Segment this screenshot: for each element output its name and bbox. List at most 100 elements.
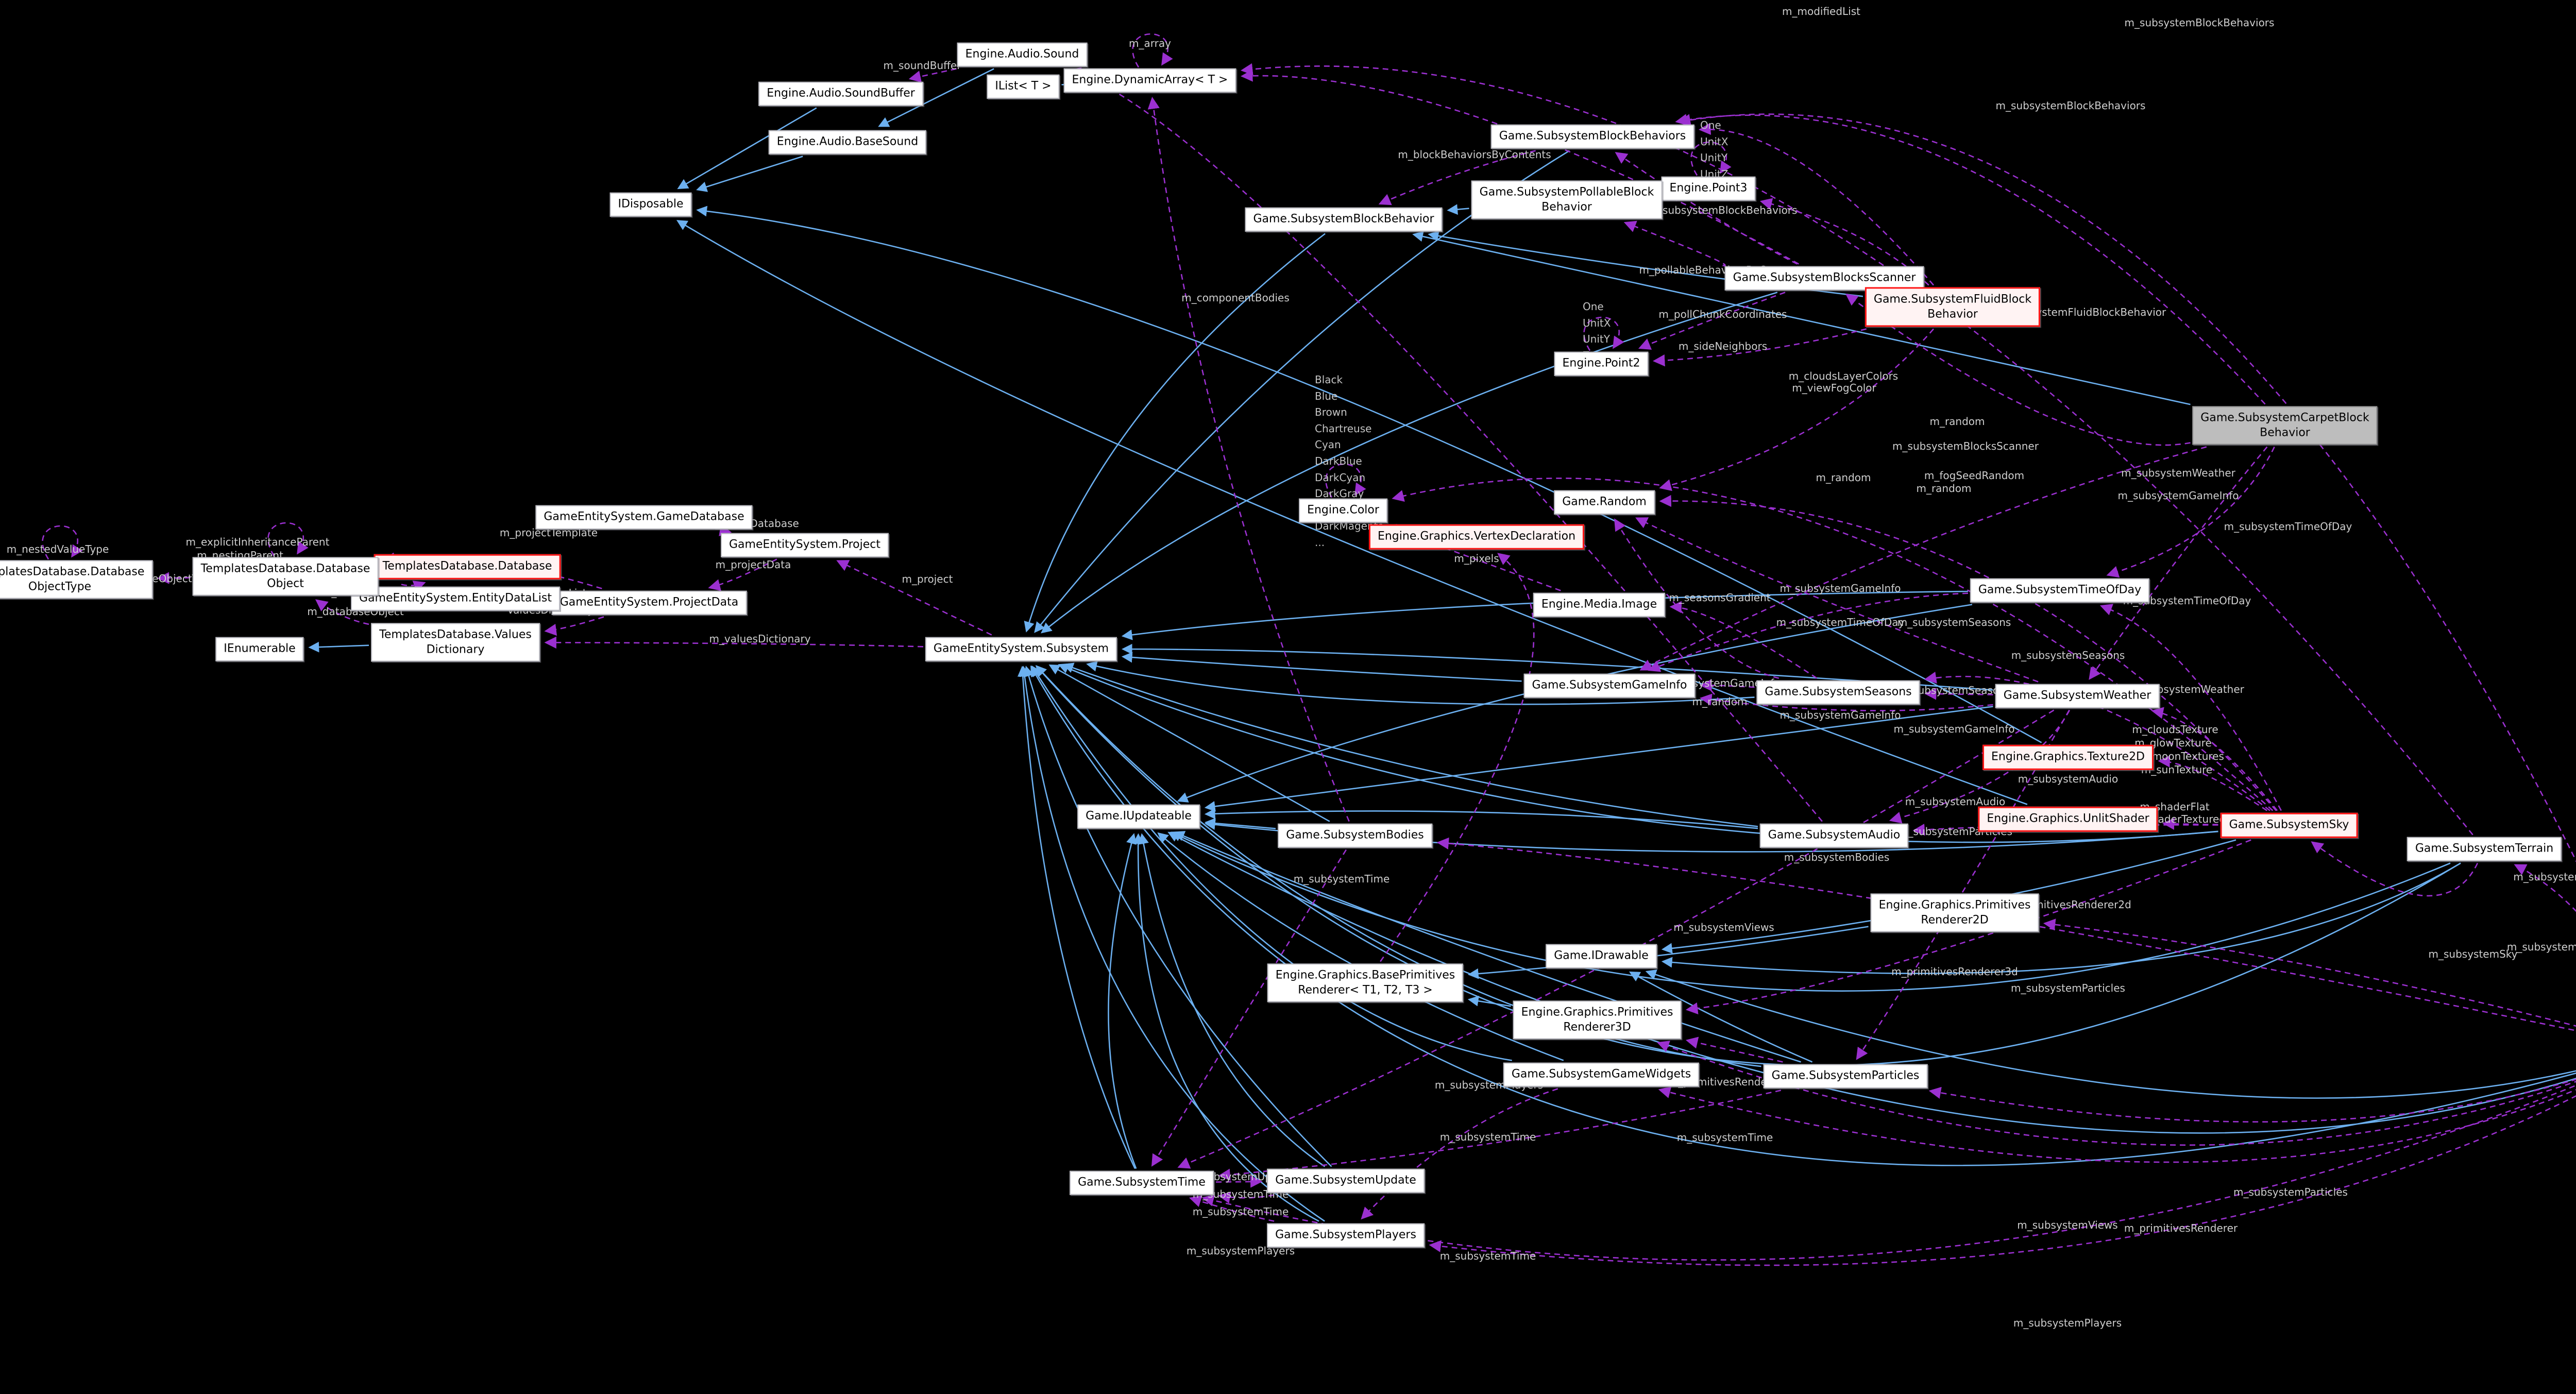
edge-sound-basesound-inh (878, 68, 994, 127)
node-update[interactable]: Game.SubsystemUpdate (1267, 1168, 1425, 1193)
edge-seasons-image-use (1669, 601, 1818, 679)
edge-blocksscanner-blockbehaviors-use (1615, 152, 1798, 265)
node-vertexdecl[interactable]: Engine.Graphics.VertexDeclaration (1368, 524, 1585, 550)
edge-weather-gameinfo-use (1699, 693, 1993, 711)
node-bodies[interactable]: Game.SubsystemBodies (1278, 823, 1432, 848)
node-pollable[interactable]: Game.SubsystemPollableBlock Behavior (1471, 180, 1663, 219)
node-gameinfo[interactable]: Game.SubsystemGameInfo (1523, 673, 1696, 698)
edge-particles-idrawable-inh (1629, 971, 1813, 1063)
node-blockbehaviors[interactable]: Game.SubsystemBlockBehaviors (1490, 124, 1694, 149)
node-random[interactable]: Game.Random (1554, 490, 1655, 515)
edge-carpet-timeofday-use (2106, 446, 2275, 578)
node-iupdateable[interactable]: Game.IUpdateable (1077, 804, 1200, 829)
edge-pickables-particles-use (1928, 1078, 2576, 1123)
edge-timeofday-gameinfo-use (1648, 592, 1969, 672)
node-particles[interactable]: Game.SubsystemParticles (1763, 1064, 1928, 1089)
edge-label: m_subsystemPlayers (2013, 1317, 2122, 1329)
node-image[interactable]: Engine.Media.Image (1533, 592, 1666, 617)
edge-blocksscanner-subsystem-inh (1041, 292, 1778, 634)
node-prim2d[interactable]: Engine.Graphics.Primitives Renderer2D (1870, 893, 2039, 932)
node-time[interactable]: Game.SubsystemTime (1070, 1170, 1214, 1195)
node-unlitshader[interactable]: Engine.Graphics.UnlitShader (1978, 806, 2158, 832)
node-idrawable[interactable]: Game.IDrawable (1546, 944, 1657, 968)
node-blockbehavior[interactable]: Game.SubsystemBlockBehavior (1245, 207, 1443, 232)
node-gamewidgets[interactable]: Game.SubsystemGameWidgets (1503, 1062, 1700, 1087)
edge-label: m_subsystemTime (1192, 1205, 1289, 1218)
node-valuesdict[interactable]: TemplatesDatabase.Values Dictionary (371, 623, 540, 662)
edge-label: m_viewFogColor (1792, 382, 1876, 394)
edge-dbobject-dbobjtype-use (157, 572, 191, 584)
edge-label: m_subsystemParticles (2233, 1186, 2348, 1198)
node-carpet[interactable]: Game.SubsystemCarpetBlock Behavior (2192, 406, 2378, 445)
edge-label: m_nestedValueType (6, 543, 109, 555)
node-timeofday[interactable]: Game.SubsystemTimeOfDay (1970, 578, 2150, 603)
edge-label: m_componentBodies (1181, 292, 1290, 304)
edge-label: m_subsystemWeather (2121, 467, 2235, 479)
node-point3[interactable]: Engine.Point3 (1661, 176, 1756, 201)
edge-blocksscanner-dynarr-use (1240, 70, 1799, 265)
edge-terrain-dynarr-use (1241, 63, 2473, 836)
node-sky[interactable]: Game.SubsystemSky (2220, 812, 2358, 838)
node-subsystem[interactable]: GameEntitySystem.Subsystem (925, 637, 1117, 661)
node-project[interactable]: GameEntitySystem.Project (720, 533, 889, 557)
edge-label: m_subsystemTime (1293, 873, 1390, 885)
edge-project-projectdata-use (708, 558, 777, 591)
edge-point2-point2-loop (1583, 316, 1624, 351)
edge-weather-iupdateable-inh (1204, 706, 1993, 812)
edge-label: m_subsystemSeasons (2011, 649, 2125, 661)
node-idisposable[interactable]: IDisposable (609, 192, 692, 217)
edge-label: m_sideNeighbors (1678, 340, 1768, 352)
node-ienumerable[interactable]: IEnumerable (215, 637, 304, 661)
node-tdb[interactable]: TemplatesDatabase.Database (374, 554, 561, 580)
node-audio[interactable]: Game.SubsystemAudio (1759, 823, 1909, 848)
edge-label: m_subsystemSeasons (1897, 616, 2011, 628)
edge-point3-point3-loop (1690, 141, 1732, 176)
node-seasons[interactable]: Game.SubsystemSeasons (1756, 680, 1920, 705)
node-sndbuf[interactable]: Engine.Audio.SoundBuffer (758, 81, 923, 106)
node-basesound[interactable]: Engine.Audio.BaseSound (768, 130, 927, 155)
node-players[interactable]: Game.SubsystemPlayers (1267, 1223, 1425, 1248)
edge-weather-random-use (1635, 517, 2039, 683)
edge-terrain-subsystem-inh (1035, 665, 2461, 1066)
edge-label: m_pollChunkCoordinates (1658, 308, 1787, 320)
edge-particles-iupdateable-inh (1174, 831, 1801, 1063)
node-color[interactable]: Engine.Color (1299, 498, 1387, 523)
edge-subsystem-project-use (836, 560, 992, 636)
node-dynarr[interactable]: Engine.DynamicArray< T > (1063, 68, 1236, 93)
edge-label: m_random (1916, 482, 1972, 495)
edge-label: m_primitivesRenderer (2124, 1222, 2238, 1234)
node-sound[interactable]: Engine.Audio.Sound (957, 42, 1088, 67)
node-gamedb[interactable]: GameEntitySystem.GameDatabase (535, 505, 753, 530)
edge-audio-subsystem-inh (1062, 662, 1758, 827)
edge-sky-texture2d-use (2158, 755, 2268, 811)
node-blocksscanner[interactable]: Game.SubsystemBlocksScanner (1724, 266, 1924, 291)
edge-weather-seasons-use (1924, 688, 1993, 700)
edge-pollable-blockbehavior-inh (1447, 204, 1469, 215)
node-fluid[interactable]: Game.SubsystemFluidBlock Behavior (1865, 287, 2041, 327)
edge-blockbehaviors-blockbehavior-use (1378, 150, 1536, 206)
node-dbobject[interactable]: TemplatesDatabase.Database Object (192, 557, 379, 596)
edge-pickables-terrain-use (2514, 864, 2576, 912)
edge-label: m_valuesDictionary (709, 633, 811, 645)
point2-static-fields: One UnitX UnitY Zero (1583, 300, 1611, 362)
edge-label: m_subsystemBlocksScanner (1892, 440, 2039, 452)
edge-project-gamedb-use (719, 524, 732, 536)
node-weather[interactable]: Game.SubsystemWeather (1995, 684, 2160, 708)
edge-label: m_cloudsLayerColors (1788, 370, 1899, 382)
edge-weather-audio-use (1889, 709, 2071, 824)
edge-pickables-gamewidgets-use (1658, 1086, 2576, 1163)
node-baseprim[interactable]: Engine.Graphics.BasePrimitives Renderer<… (1267, 963, 1464, 1002)
edge-audio-iupdateable-inh (1204, 808, 1758, 829)
node-projectdata[interactable]: GameEntitySystem.ProjectData (551, 590, 747, 615)
node-dbobjtype[interactable]: TemplatesDatabase.Database ObjectType (0, 560, 153, 599)
edge-sky-timeofday-use (2099, 604, 2282, 811)
node-entitydatalist[interactable]: GameEntitySystem.EntityDataList (351, 586, 560, 611)
node-ilist[interactable]: IList< T > (987, 74, 1060, 99)
node-texture2d[interactable]: Engine.Graphics.Texture2D (1982, 744, 2154, 770)
edge-pickables-iupdateable-inh (1167, 831, 2576, 1134)
node-point2[interactable]: Engine.Point2 (1554, 351, 1649, 376)
node-prim3d[interactable]: Engine.Graphics.Primitives Renderer3D (1513, 1000, 1682, 1040)
node-terrain[interactable]: Game.SubsystemTerrain (2406, 837, 2562, 861)
edge-label: m_explicitInheritanceParent (185, 536, 330, 548)
